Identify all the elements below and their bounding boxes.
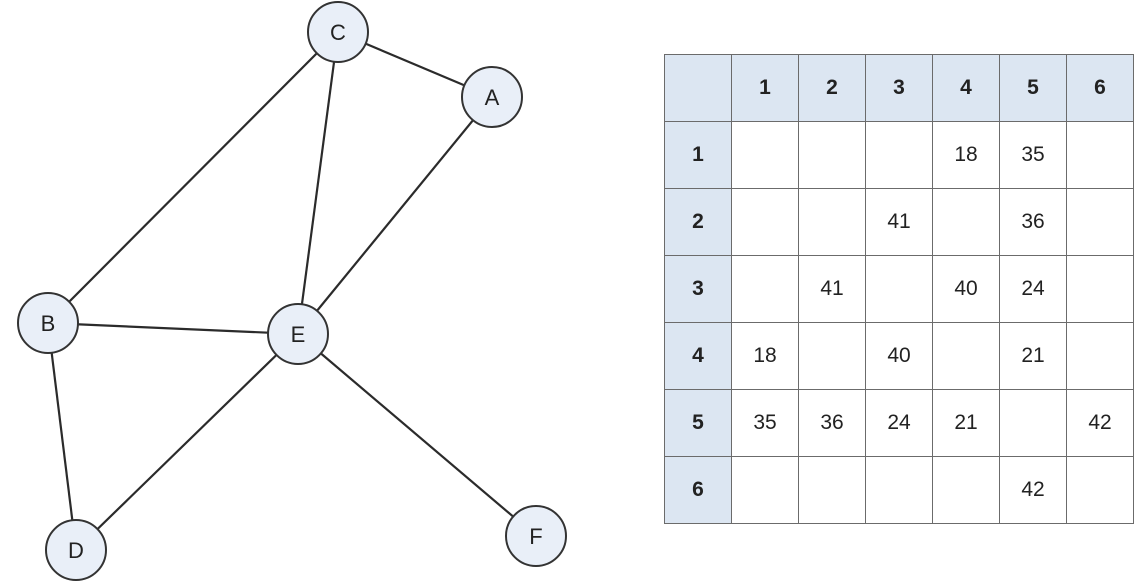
matrix-row-header: 5: [664, 389, 732, 457]
edge-a-e: [297, 96, 493, 335]
node-circle: [17, 292, 79, 354]
edge-b-e: [47, 321, 299, 336]
matrix-cell: 35: [999, 121, 1067, 189]
matrix-cell: 21: [932, 389, 1000, 457]
matrix-corner-cell: [664, 54, 732, 122]
node-d: D: [45, 519, 107, 581]
matrix-cell: [1066, 322, 1134, 390]
matrix-cell: [999, 389, 1067, 457]
matrix-cell: [932, 188, 1000, 256]
edge-b-d: [46, 322, 78, 551]
node-circle: [267, 303, 329, 365]
edge-e-d: [75, 333, 299, 551]
matrix-row-header: 4: [664, 322, 732, 390]
matrix-cell: [1066, 456, 1134, 524]
matrix-cell: [731, 121, 799, 189]
matrix-cell: 36: [798, 389, 866, 457]
matrix-cell: [731, 456, 799, 524]
matrix-row-header: 1: [664, 121, 732, 189]
matrix-cell: [731, 188, 799, 256]
matrix-cell: 41: [865, 188, 933, 256]
matrix-col-header: 3: [865, 54, 933, 122]
matrix-cell: 36: [999, 188, 1067, 256]
matrix-cell: [865, 255, 933, 323]
matrix-cell: 24: [865, 389, 933, 457]
node-circle: [505, 505, 567, 567]
node-a: A: [461, 66, 523, 128]
matrix-cell: 24: [999, 255, 1067, 323]
graph-nodes: A B C D E F: [17, 1, 567, 581]
matrix-row-header: 3: [664, 255, 732, 323]
matrix-cell: 40: [865, 322, 933, 390]
network-graph: A B C D E F: [17, 1, 567, 581]
matrix-cell: [1066, 121, 1134, 189]
matrix-cell: 41: [798, 255, 866, 323]
matrix-row-header: 2: [664, 188, 732, 256]
matrix-cell: 35: [731, 389, 799, 457]
node-b: B: [17, 292, 79, 354]
matrix-cell: [932, 456, 1000, 524]
node-label: C: [330, 20, 346, 45]
node-circle: [307, 1, 369, 63]
node-label: E: [291, 322, 306, 347]
matrix-cell: [798, 121, 866, 189]
matrix-cell: 42: [999, 456, 1067, 524]
matrix-header-row: 1 2 3 4 5 6: [664, 54, 1134, 122]
matrix-cell: [798, 188, 866, 256]
matrix-col-header: 1: [731, 54, 799, 122]
node-label: D: [68, 538, 84, 563]
edge-c-b: [47, 31, 339, 324]
node-label: A: [485, 85, 500, 110]
node-circle: [45, 519, 107, 581]
edge-e-f: [297, 333, 537, 537]
matrix-cell: [1066, 255, 1134, 323]
node-c: C: [307, 1, 369, 63]
node-label: B: [41, 311, 56, 336]
matrix-cell: [932, 322, 1000, 390]
edge-c-e: [296, 31, 340, 335]
matrix-col-header: 2: [798, 54, 866, 122]
node-f: F: [505, 505, 567, 567]
matrix-col-header: 4: [932, 54, 1000, 122]
matrix-cell: [798, 322, 866, 390]
node-e: E: [267, 303, 329, 365]
matrix-cell: [798, 456, 866, 524]
matrix-cell: 18: [731, 322, 799, 390]
matrix-cell: [1066, 188, 1134, 256]
matrix-cell: 18: [932, 121, 1000, 189]
matrix-row-header: 6: [664, 456, 732, 524]
matrix-cell: [731, 255, 799, 323]
matrix-col-header: 6: [1066, 54, 1134, 122]
matrix-row: 2 41 36: [664, 188, 1134, 256]
matrix-cell: 21: [999, 322, 1067, 390]
matrix-cell: 42: [1066, 389, 1134, 457]
node-circle: [461, 66, 523, 128]
matrix-cell: 40: [932, 255, 1000, 323]
matrix-col-header: 5: [999, 54, 1067, 122]
matrix-cell: [865, 456, 933, 524]
graph-edges: [46, 30, 537, 551]
node-label: F: [529, 524, 542, 549]
matrix-row: 6 42: [664, 456, 1134, 524]
matrix-cell: [865, 121, 933, 189]
